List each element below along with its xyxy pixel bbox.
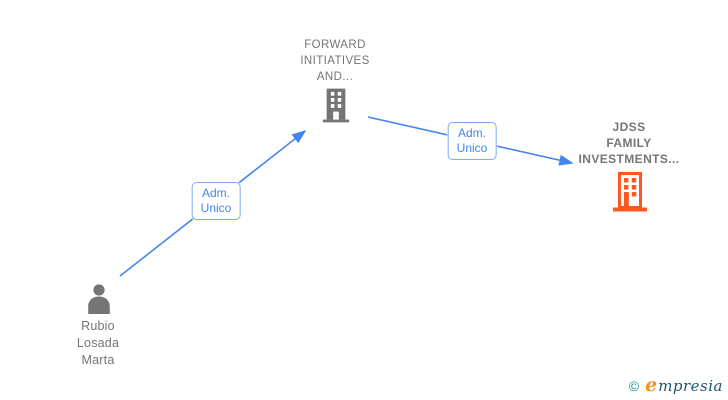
copyright-icon: © bbox=[628, 378, 640, 394]
edge-label-adm-unico-2: Adm. Unico bbox=[447, 122, 497, 160]
node-company-jdss[interactable]: JDSS FAMILY INVESTMENTS... bbox=[579, 119, 680, 167]
person-icon[interactable] bbox=[84, 283, 114, 319]
node-label-jdss: JDSS FAMILY INVESTMENTS... bbox=[578, 120, 680, 166]
empresia-logo-text: mpresia bbox=[658, 377, 723, 395]
edge-label-adm-unico-1: Adm. Unico bbox=[191, 182, 241, 220]
node-person-rubio[interactable]: Rubio Losada Marta bbox=[77, 318, 119, 369]
building-icon-jdss[interactable] bbox=[611, 172, 649, 217]
node-company-forward[interactable]: FORWARD INITIATIVES AND... bbox=[300, 37, 369, 85]
empresia-logo-initial: e bbox=[645, 374, 658, 396]
empresia-logo: © e mpresia bbox=[629, 374, 723, 396]
node-label-person: Rubio Losada Marta bbox=[76, 319, 120, 367]
building-icon-forward[interactable] bbox=[321, 88, 351, 128]
node-label-forward: FORWARD INITIATIVES AND... bbox=[300, 39, 370, 83]
